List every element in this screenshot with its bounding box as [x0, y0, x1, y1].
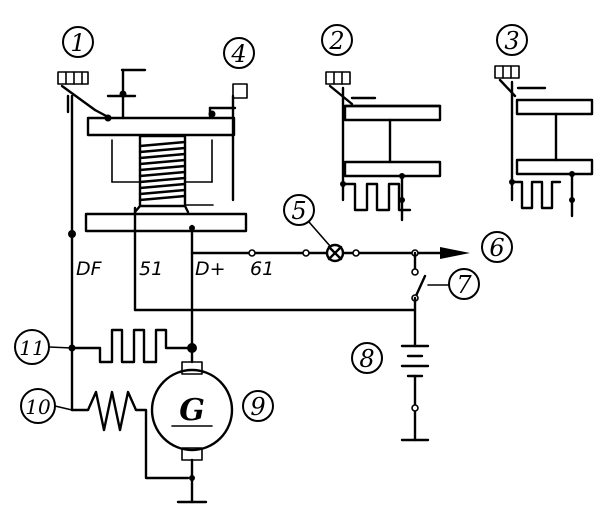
svg-text:2: 2: [328, 27, 344, 55]
warning-lamp: [325, 243, 345, 263]
regulator-3: [494, 65, 594, 218]
terminal-51: 51: [139, 258, 163, 280]
callout-10: 10: [20, 388, 73, 424]
svg-text:1: 1: [70, 29, 85, 57]
generator: G: [150, 348, 234, 504]
terminal-61: 61: [250, 258, 274, 280]
callout-11: 11: [14, 329, 73, 365]
callout-4: 4: [223, 37, 255, 69]
contact-set-1: [57, 71, 97, 114]
callout-5: 5: [283, 194, 331, 247]
svg-text:9: 9: [250, 393, 265, 421]
svg-text:8: 8: [359, 345, 374, 373]
callout-2: 2: [321, 24, 353, 56]
contact-set-4: [208, 83, 248, 202]
lamp-circuit: [133, 243, 470, 348]
base-plate: [84, 212, 248, 233]
callout-9: 9: [242, 390, 274, 422]
svg-text:3: 3: [504, 27, 519, 55]
regulator-main: [57, 68, 248, 348]
coil-spring: [111, 134, 214, 214]
field-winding-10: [70, 390, 190, 480]
callout-3: 3: [496, 24, 528, 56]
svg-text:6: 6: [489, 234, 504, 262]
callout-7: 7: [427, 268, 480, 300]
generator-symbol: G: [179, 393, 205, 428]
output-arrow: [440, 247, 470, 259]
terminal-df: DF: [76, 258, 103, 280]
svg-text:4: 4: [230, 40, 246, 68]
svg-text:5: 5: [291, 197, 306, 225]
ignition-switch: [413, 274, 427, 300]
callout-1: 1: [62, 26, 94, 58]
callout-8: 8: [351, 342, 383, 374]
svg-text:7: 7: [456, 271, 472, 299]
regulator-2: [325, 71, 442, 222]
svg-text:11: 11: [19, 336, 44, 360]
battery: [400, 344, 430, 442]
resistor-11: [68, 232, 197, 412]
svg-text:10: 10: [25, 395, 51, 419]
callout-6: 6: [481, 231, 513, 263]
terminal-dplus: D+: [195, 258, 226, 280]
